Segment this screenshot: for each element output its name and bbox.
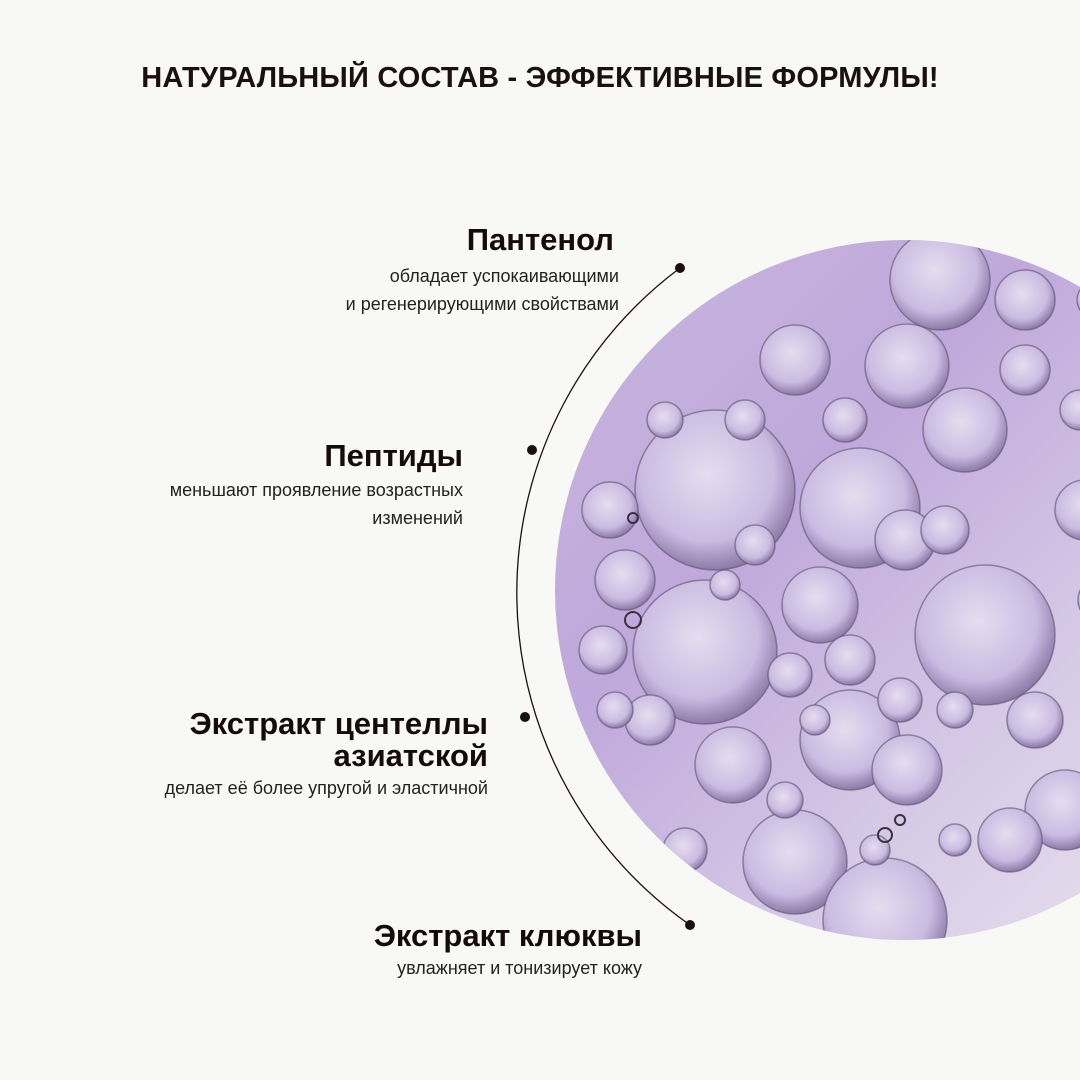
ingredient-panthenol-desc: обладает успокаивающими и регенерирующим… <box>346 262 619 318</box>
ingredient-name: Экстракт центеллы <box>189 706 488 741</box>
ingredient-centella: Экстракт центеллы азиатской делает её бо… <box>165 708 488 802</box>
ingredient-desc-line: обладает успокаивающими <box>389 266 619 286</box>
ingredient-desc-line: увлажняет и тонизирует кожу <box>397 958 642 978</box>
ingredient-peptides: Пептиды меньшают проявление возрастных и… <box>170 440 463 532</box>
page-title: НАТУРАЛЬНЫЙ СОСТАВ - ЭФФЕКТИВНЫЕ ФОРМУЛЫ… <box>141 62 939 94</box>
ingredient-desc-line: изменений <box>372 508 463 528</box>
bubbles-illustration <box>578 240 1080 940</box>
ingredient-desc-line: и регенерирующими свойствами <box>345 294 619 314</box>
ingredient-cranberry: Экстракт клюквы увлажняет и тонизирует к… <box>374 920 642 982</box>
ingredient-panthenol: Пантенол <box>467 224 614 256</box>
ingredient-desc-line: делает её более упругой и эластичной <box>164 778 488 798</box>
ingredient-name: азиатской <box>333 738 488 773</box>
marker-dot-2 <box>527 445 537 455</box>
ingredient-name: Пептиды <box>324 438 463 473</box>
ingredient-desc-line: меньшают проявление возрастных <box>169 480 463 500</box>
marker-dot-3 <box>520 712 530 722</box>
ingredient-name: Экстракт клюквы <box>373 918 642 953</box>
bubbles-image <box>555 240 1080 940</box>
ingredient-name: Пантенол <box>466 222 614 257</box>
